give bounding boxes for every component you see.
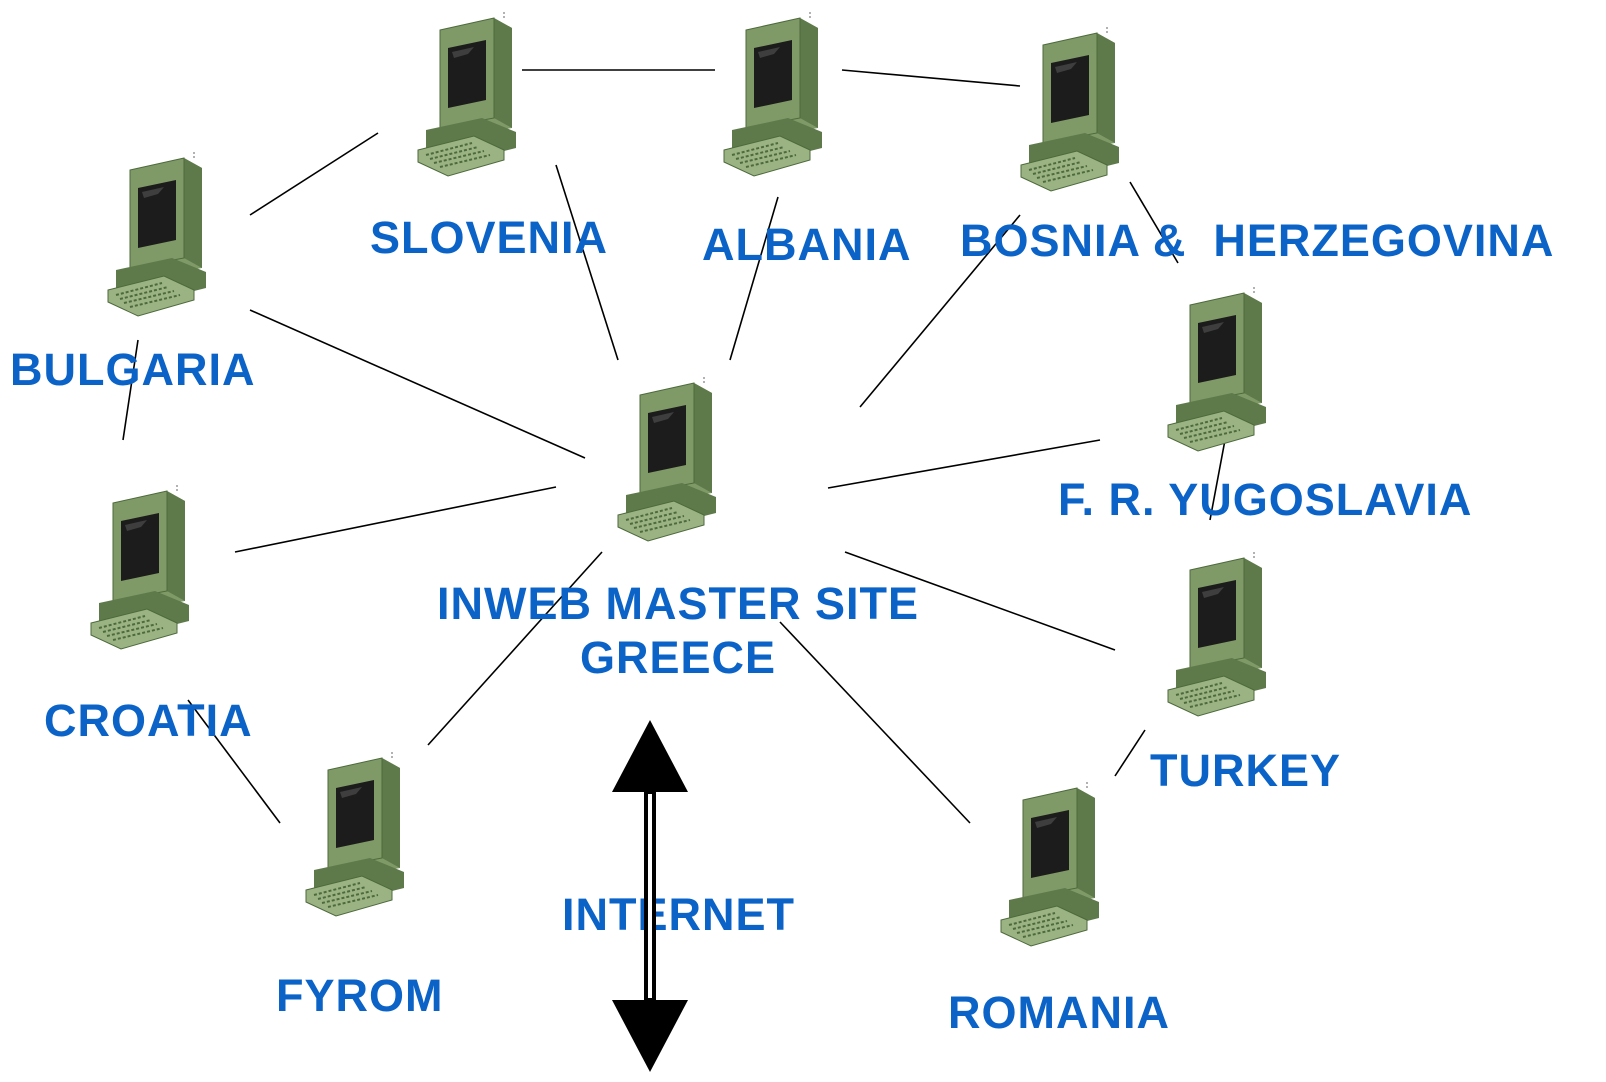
label-internet: INTERNET: [562, 889, 795, 940]
link-master-bulgaria: [249, 309, 586, 459]
label-bosnia-herzegovina: BOSNIA & HERZEGOVINA: [960, 215, 1555, 266]
label-master-site-country: GREECE: [579, 632, 777, 683]
label-yugoslavia: F. R. YUGOSLAVIA: [1058, 474, 1473, 525]
computer-icon: [102, 150, 232, 325]
link-bosnia-yugoslavia: [1129, 181, 1179, 264]
label-master-site: INWEB MASTER SITE GREECE: [418, 577, 938, 685]
label-albania: ALBANIA: [702, 219, 912, 270]
label-croatia: CROATIA: [44, 695, 253, 746]
link-croatia-fyrom: [187, 699, 281, 824]
computer-icon: [1162, 285, 1292, 460]
link-master-fyrom: [427, 551, 603, 746]
link-master-yugoslavia: [827, 439, 1101, 489]
label-romania: ROMANIA: [948, 987, 1170, 1038]
computer-icon: [85, 483, 215, 658]
label-slovenia: SLOVENIA: [370, 212, 609, 263]
link-master-turkey: [844, 551, 1116, 651]
link-slovenia-bulgaria: [249, 132, 379, 216]
computer-icon: [995, 780, 1125, 955]
link-master-bosnia: [859, 214, 1021, 408]
link-bulgaria-croatia: [122, 339, 139, 441]
computer-icon: [412, 10, 542, 185]
computer-icon: [300, 750, 430, 925]
label-master-site-name: INWEB MASTER SITE: [436, 578, 919, 629]
computer-icon: [1162, 550, 1292, 725]
link-turkey-romania: [1114, 729, 1146, 777]
link-master-slovenia: [555, 164, 619, 361]
computer-icon: [718, 10, 848, 185]
double-arrow-icon: [612, 720, 688, 1072]
link-master-albania: [729, 196, 779, 361]
link-albania-bosnia: [841, 69, 1021, 87]
link-yugoslavia-turkey: [1209, 439, 1226, 521]
computer-icon: [1015, 25, 1145, 200]
link-master-croatia: [234, 486, 557, 553]
computer-icon: [612, 375, 742, 550]
label-turkey: TURKEY: [1150, 745, 1342, 796]
label-bulgaria: BULGARIA: [10, 344, 256, 395]
link-master-romania: [779, 621, 971, 824]
label-fyrom: FYROM: [276, 970, 444, 1021]
